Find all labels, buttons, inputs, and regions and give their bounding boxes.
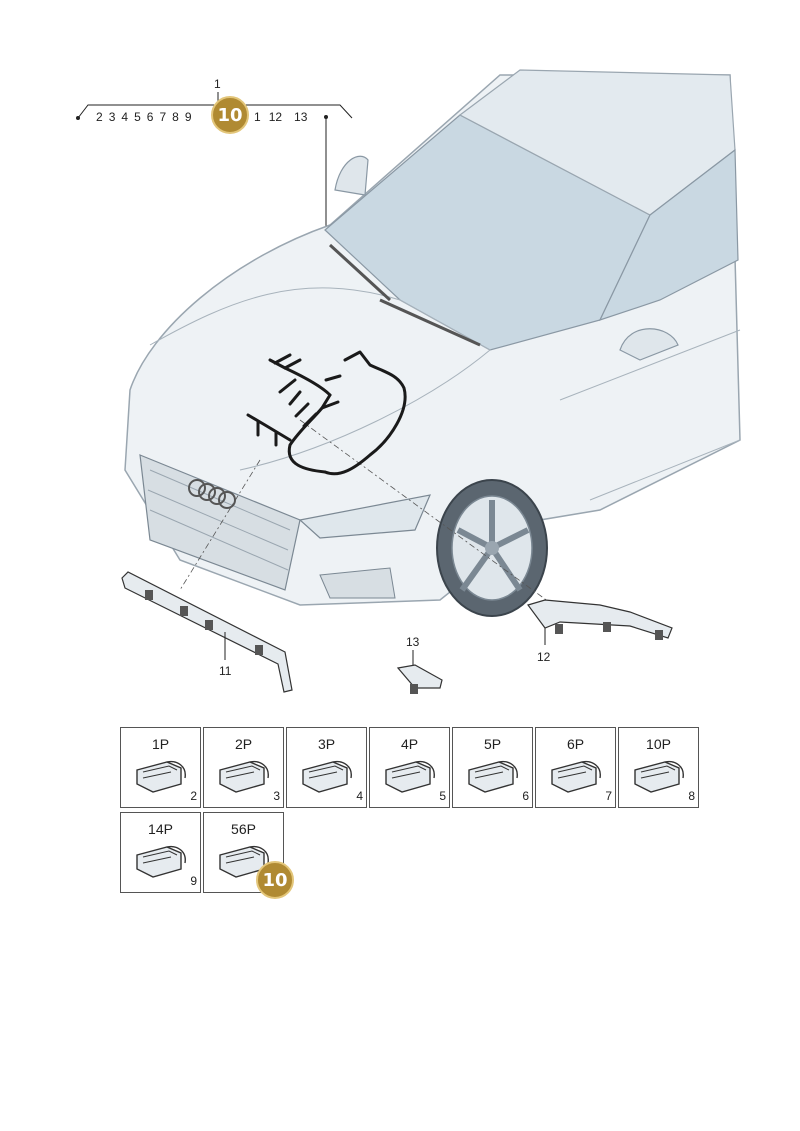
connector-index: 6 — [522, 789, 529, 803]
connector-index: 7 — [605, 789, 612, 803]
connector-pins: 4P — [400, 736, 419, 752]
connector-icon — [219, 760, 269, 793]
connector-icon — [302, 760, 352, 793]
bracket-numbers-right: 1 12 13 — [254, 110, 307, 124]
connector-index: 8 — [688, 789, 695, 803]
connector-index: 2 — [190, 789, 197, 803]
connector-row-1: 1P 2 2P 3 3P 4 4P 5 5P 6 6P 7 — [120, 727, 704, 808]
connector-cell-5p[interactable]: 5P 6 — [452, 727, 533, 808]
connector-pins: 10P — [646, 736, 671, 752]
connector-icon — [136, 845, 186, 878]
connector-icon — [136, 760, 186, 793]
bracket-num[interactable]: 5 — [134, 110, 141, 124]
connector-index: 3 — [273, 789, 280, 803]
bracket-num[interactable]: 3 — [108, 110, 116, 124]
bracket-num[interactable]: 4 — [121, 110, 129, 124]
connector-pins: 3P — [317, 736, 336, 752]
bracket-num[interactable]: 13 — [294, 110, 308, 124]
connector-icon — [551, 760, 601, 793]
connector-index: 5 — [439, 789, 446, 803]
part-label-12[interactable]: 12 — [537, 650, 551, 664]
connector-cell-2p[interactable]: 2P 3 — [203, 727, 284, 808]
bracket-num[interactable]: 8 — [172, 110, 179, 124]
connector-cell-14p[interactable]: 14P 9 — [120, 812, 201, 893]
connector-cell-10p[interactable]: 10P 8 — [618, 727, 699, 808]
part-label-11[interactable]: 11 — [219, 664, 232, 678]
connector-pins: 5P — [483, 736, 502, 752]
connector-grid: 1P 2 2P 3 3P 4 4P 5 5P 6 6P 7 — [120, 727, 704, 899]
bracket-num[interactable]: 9 — [184, 110, 192, 124]
connector-pins: 6P — [566, 736, 585, 752]
connector-row-2: 14P 9 56P 10 — [120, 812, 704, 899]
connector-cell-1p[interactable]: 1P 2 — [120, 727, 201, 808]
connector-icon — [468, 760, 518, 793]
bracket-num[interactable]: 12 — [268, 110, 283, 124]
callout-badge-connector[interactable]: 10 — [256, 861, 294, 899]
connector-cell-4p[interactable]: 4P 5 — [369, 727, 450, 808]
bracket-num[interactable]: 1 — [254, 110, 261, 124]
connector-index: 9 — [190, 874, 197, 888]
callout-badge-top[interactable]: 10 — [211, 96, 249, 134]
bracket-label-1: 1 — [214, 77, 221, 91]
connector-pins: 1P — [151, 736, 170, 752]
bracket-numbers-left: 2 3 4 5 6 7 8 9 — [96, 110, 192, 124]
bracket-num[interactable]: 6 — [146, 110, 154, 124]
connector-icon — [385, 760, 435, 793]
connector-index: 4 — [356, 789, 363, 803]
bracket-num[interactable]: 7 — [159, 110, 167, 124]
part-label-13[interactable]: 13 — [406, 635, 420, 649]
connector-pins: 14P — [148, 821, 173, 837]
bracket-num[interactable]: 2 — [96, 110, 103, 124]
connector-pins: 56P — [231, 821, 256, 837]
connector-cell-3p[interactable]: 3P 4 — [286, 727, 367, 808]
connector-icon — [634, 760, 684, 793]
connector-pins: 2P — [234, 736, 253, 752]
connector-cell-56p[interactable]: 56P 10 — [203, 812, 294, 899]
connector-cell-6p[interactable]: 6P 7 — [535, 727, 616, 808]
